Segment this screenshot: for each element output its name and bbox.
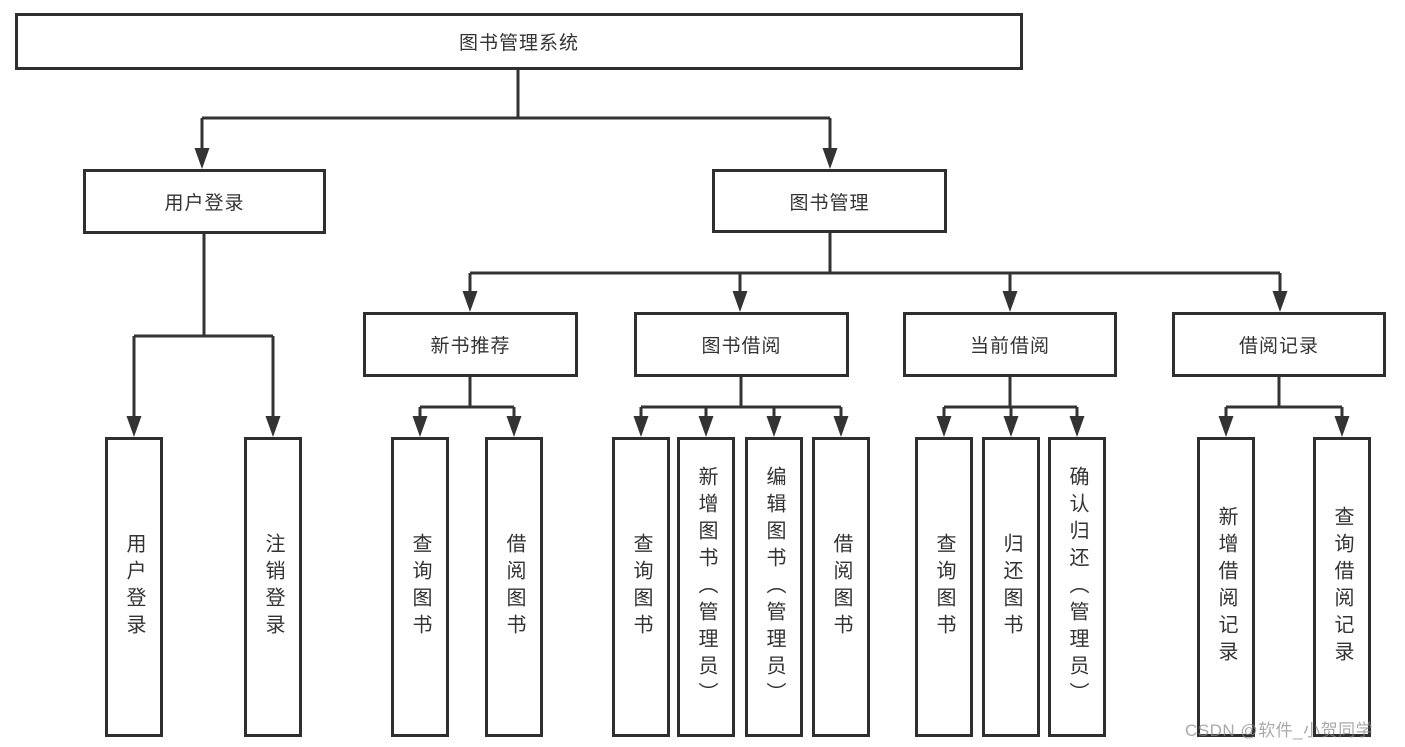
- arrowheads-book-borrowing-group: [633, 416, 849, 437]
- node-user-login: 用户登录: [83, 169, 326, 234]
- connector-book-borrowing-group: [639, 377, 843, 420]
- arrowheads-book-management-group: [462, 291, 1288, 312]
- connector-book-management-group: [468, 233, 1282, 295]
- node-book-borrowing: 图书借阅: [634, 312, 849, 377]
- leaf-add-books-admin: 新增图书（管理员）: [677, 437, 735, 737]
- arrowheads-root-to-level2: [194, 148, 838, 169]
- node-current-borrowing: 当前借阅: [903, 312, 1117, 377]
- leaf-query-books-recommend: 查询图书: [391, 437, 449, 737]
- leaf-query-books-current: 查询图书: [915, 437, 973, 737]
- leaf-return-books: 归还图书: [982, 437, 1040, 737]
- leaf-confirm-return-admin: 确认归还（管理员）: [1048, 437, 1106, 737]
- leaf-borrow-books-borrowing: 借阅图书: [812, 437, 870, 737]
- arrowheads-new-book-group: [412, 416, 522, 437]
- node-new-book-recommend: 新书推荐: [363, 312, 578, 377]
- arrowheads-borrowing-records-group: [1218, 416, 1350, 437]
- node-book-management: 图书管理: [712, 169, 947, 233]
- connector-borrowing-records-group: [1224, 377, 1344, 420]
- leaf-user-login: 用户登录: [105, 437, 163, 737]
- leaf-add-borrow-record: 新增借阅记录: [1197, 437, 1255, 737]
- arrowheads-current-borrowing-group: [936, 416, 1085, 437]
- arrowheads-user-login-group: [126, 416, 281, 437]
- node-borrowing-records: 借阅记录: [1172, 312, 1386, 377]
- connector-new-book-group: [418, 377, 516, 420]
- connector-current-borrowing-group: [942, 377, 1079, 420]
- connector-user-login-group: [132, 234, 275, 420]
- node-library-management-system: 图书管理系统: [15, 13, 1023, 70]
- leaf-query-books-borrowing: 查询图书: [612, 437, 670, 737]
- connector-root-to-level2: [200, 69, 832, 151]
- leaf-borrow-books-recommend: 借阅图书: [485, 437, 543, 737]
- leaf-query-borrow-record: 查询借阅记录: [1313, 437, 1371, 737]
- leaf-edit-books-admin: 编辑图书（管理员）: [745, 437, 803, 737]
- leaf-logout: 注销登录: [244, 437, 302, 737]
- csdn-watermark: CSDN @软件_小贺同学: [1185, 721, 1374, 740]
